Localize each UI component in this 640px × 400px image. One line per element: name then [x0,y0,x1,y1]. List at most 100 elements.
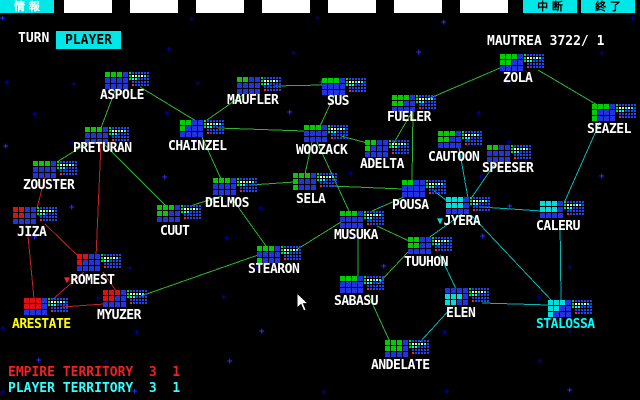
map-node-aspole[interactable] [105,72,149,89]
map-node-speeser[interactable] [487,145,531,162]
turn-label: TURN [18,31,50,46]
star-decoration: + [0,388,6,398]
map-node-sus[interactable] [322,78,366,95]
star-decoration: + [287,108,293,118]
star-decoration: + [259,327,265,337]
star-decoration: + [0,14,6,24]
menu-item-4[interactable] [262,0,310,13]
route-line [537,69,600,107]
node-label-sabasu: SABASU [334,294,378,309]
star-decoration: + [166,45,172,55]
node-label-woozack: WOOZACK [296,143,348,158]
player-territory-legend: PLAYER TERRITORY 3 1 [8,381,181,396]
node-label-sela: SELA [296,192,326,207]
node-label-zouster: ZOUSTER [23,178,75,193]
star-decoration: + [189,15,195,25]
node-label-jiza: JIZA [17,225,47,240]
menu-item-5[interactable] [328,0,376,13]
map-node-stearon[interactable] [257,246,301,263]
star-decoration: + [195,79,201,89]
map-node-zouster[interactable] [33,161,77,178]
route-line [201,136,222,180]
menu-item-2[interactable] [130,0,178,13]
node-label-fueler: FUELER [387,110,431,125]
star-decoration: + [95,294,101,304]
map-node-musuka[interactable] [340,211,384,228]
node-label-maufler: MAUFLER [227,93,279,108]
map-node-stalossa[interactable] [548,300,592,317]
star-decoration: + [132,387,138,397]
star-decoration: + [0,324,6,334]
menu-item-0[interactable]: 情 報 [0,0,54,13]
map-node-romest[interactable] [77,254,121,271]
star-decoration: + [567,327,573,337]
map-node-maufler[interactable] [237,77,281,94]
star-decoration: + [4,78,10,88]
star-decoration: + [127,264,133,274]
star-decoration: + [444,387,450,397]
star-decoration: + [258,204,264,214]
node-label-stalossa: STALOSSA [536,317,595,332]
menu-item-7[interactable] [460,0,508,13]
map-node-tuuhon[interactable] [408,237,452,254]
map-node-caleru[interactable] [540,201,584,218]
route-line [250,181,295,186]
star-decoration: + [3,142,9,152]
map-node-delmos[interactable] [213,178,257,195]
date-display: MAUTREA 3722/ 1 [487,34,605,49]
node-label-musuka: MUSUKA [334,228,378,243]
menu-item-1[interactable] [64,0,112,13]
star-decoration: + [599,172,605,182]
map-node-cuut[interactable] [157,205,201,222]
menu-item-9[interactable]: 終 了 [581,0,635,13]
map-node-zola[interactable] [500,54,544,71]
map-node-jiza[interactable] [13,207,57,224]
route-line [371,195,407,212]
route-line [61,303,105,308]
map-node-woozack[interactable] [304,125,348,142]
map-node-preturan[interactable] [85,127,129,144]
route-line [340,135,368,144]
node-label-andelate: ANDELATE [371,358,430,373]
star-decoration: + [134,328,140,338]
map-node-cautoon[interactable] [438,131,482,148]
map-node-pousa[interactable] [402,180,446,197]
route-line [26,224,35,300]
map-node-arestate[interactable] [24,298,68,315]
map-node-myuzer[interactable] [103,290,147,307]
fleet-marker-icon: ▼ [64,275,70,286]
map-node-seazel[interactable] [592,104,636,121]
route-line [95,142,102,258]
menu-item-6[interactable] [394,0,442,13]
route-line [377,251,409,285]
star-decoration: + [507,202,513,212]
route-line [217,127,305,132]
star-decoration: + [441,18,447,28]
map-node-sabasu[interactable] [340,276,384,293]
route-line [563,121,601,204]
star-decoration: + [162,173,168,183]
node-label-adelta: ADELTA [360,157,404,172]
map-node-chainzel[interactable] [180,120,224,137]
map-node-fueler[interactable] [392,95,436,112]
route-line [140,254,259,297]
star-decoration: + [36,356,42,366]
route-line [471,164,495,198]
node-label-arestate: ARESTATE [12,317,71,332]
star-decoration: + [227,357,233,367]
map-node-adelta[interactable] [365,140,409,157]
map-node-sela[interactable] [293,173,337,190]
node-label-cautoon: CAUTOON [428,150,480,165]
route-line [411,109,414,182]
map-node-andelate[interactable] [385,340,429,357]
map-node-elen[interactable] [445,288,489,305]
route-line [103,143,167,207]
route-line [559,219,562,302]
map-node-jyera[interactable] [446,197,490,214]
route-line [44,223,81,259]
menu-item-8[interactable]: 中 断 [523,0,577,13]
menu-item-3[interactable] [196,0,244,13]
menu-bar: 情 報 中 断終 了 [0,0,640,13]
